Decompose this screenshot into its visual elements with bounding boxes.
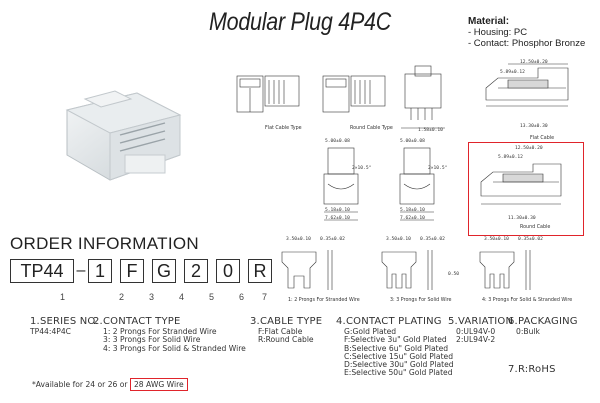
dim-5-00: 5.00±0.08 bbox=[325, 139, 350, 144]
dim-5-89: 5.89±0.12 bbox=[500, 70, 525, 75]
series-column: 1.SERIES NO. TP44:4P4C bbox=[30, 316, 98, 336]
footnote: *Available for 24 or 26 or 28 AWG Wire bbox=[32, 378, 188, 391]
dim-13-30: 13.30±0.30 bbox=[520, 124, 548, 129]
plating-line-2: F:Selective 3u" Gold Plated bbox=[344, 335, 447, 345]
dim-7-62-b: 7.62±0.10 bbox=[400, 216, 425, 221]
dim-12-50: 12.50±0.20 bbox=[520, 60, 548, 65]
footnote-text: *Available for 24 or 26 or bbox=[32, 380, 130, 389]
caption-round-cable: Round Cable bbox=[520, 225, 551, 230]
dim-0-35-b: 0.35±0.02 bbox=[420, 237, 445, 242]
contact-type-column: 2.CONTACT TYPE 1: 2 Prongs For Stranded … bbox=[93, 316, 246, 353]
angle-b: 2×10.5° bbox=[428, 166, 448, 171]
packaging-line-1: 0:Bulk bbox=[516, 327, 540, 336]
contact-type-heading: 2.CONTACT TYPE bbox=[93, 316, 181, 327]
series-line-1: TP44:4P4C bbox=[30, 327, 71, 336]
code-box-5: 0 bbox=[216, 259, 240, 283]
dim-3-50-c: 3.50±0.10 bbox=[484, 237, 509, 242]
packaging-heading: 6.PACKAGING bbox=[508, 316, 578, 327]
code-box-3: G bbox=[152, 259, 176, 283]
contact-type-line-2: 3: 3 Prongs For Solid Wire bbox=[103, 335, 201, 345]
material-block: Material: - Housing: PC - Contact: Phosp… bbox=[468, 16, 585, 49]
pos-4: 4 bbox=[179, 292, 185, 302]
contact-type-line-3: 4: 3 Prongs For Solid & Stranded Wire bbox=[103, 343, 246, 353]
pos-5: 5 bbox=[209, 292, 215, 302]
footnote-highlight: 28 AWG Wire bbox=[129, 378, 188, 391]
plating-line-4: C:Selective 15u" Gold Plated bbox=[344, 351, 454, 361]
variation-column: 5.VARIATION 0:UL94V-0 2:UL94V-2 bbox=[448, 316, 513, 345]
dim-5-89-b: 5.89±0.12 bbox=[498, 155, 523, 160]
plating-line-1: G:Gold Plated bbox=[344, 327, 397, 336]
contact-type-line-1: 1: 2 Prongs For Stranded Wire bbox=[103, 327, 217, 336]
prong-drawings bbox=[281, 250, 531, 290]
flat-cable-side-drawing bbox=[485, 63, 569, 107]
angle-a: 2×10.5° bbox=[352, 166, 372, 171]
rohs-column: 7.R:RoHS bbox=[508, 364, 556, 376]
packaging-column: 6.PACKAGING 0:Bulk bbox=[508, 316, 578, 336]
caption-round-cable-type: Round Cable Type bbox=[350, 126, 393, 131]
material-housing: - Housing: PC bbox=[468, 27, 528, 38]
code-box-6: R bbox=[248, 259, 272, 283]
plug-photo bbox=[65, 90, 182, 181]
code-box-1: 1 bbox=[88, 259, 112, 283]
dim-0-35-a: 0.35±0.02 bbox=[320, 237, 345, 242]
caption-prong-3: 3: 3 Prongs For Solid Wire bbox=[390, 298, 452, 303]
caption-prong-4: 4: 3 Prongs For Solid & Stranded Wire bbox=[482, 298, 573, 303]
material-heading: Material: bbox=[468, 16, 510, 27]
variation-heading: 5.VARIATION bbox=[448, 316, 514, 327]
caption-flat-cable-type: Flat Cable Type bbox=[265, 126, 302, 131]
round-cable-highlight bbox=[468, 142, 584, 236]
caption-prong-1: 1: 2 Prongs For Stranded Wire bbox=[288, 298, 360, 303]
code-prefix-box: TP44 bbox=[10, 259, 74, 283]
top-views-drawing bbox=[236, 65, 445, 129]
plating-line-3: B:Selective 6u" Gold Plated bbox=[344, 343, 449, 353]
variation-line-2: 2:UL94V-2 bbox=[456, 335, 496, 345]
material-contact: - Contact: Phosphor Bronze bbox=[468, 38, 586, 49]
cable-type-line-2: R:Round Cable bbox=[258, 335, 314, 345]
order-code: TP44 – 1 F G 2 0 R bbox=[10, 258, 272, 284]
cross-section-drawing bbox=[323, 147, 435, 221]
contact-plating-column: 4.CONTACT PLATING G:Gold Plated F:Select… bbox=[336, 316, 454, 378]
plating-line-5: D:Selective 30u" Gold Plated bbox=[344, 360, 454, 370]
dim-3-50-a: 3.50±0.10 bbox=[286, 237, 311, 242]
order-info-heading: ORDER INFORMATION bbox=[10, 234, 199, 253]
dim-0-35-c: 0.35±0.02 bbox=[518, 237, 543, 242]
dim-5-18: 5.18±0.10 bbox=[325, 208, 350, 213]
pos-7: 7 bbox=[262, 292, 268, 302]
code-box-2: F bbox=[120, 259, 144, 283]
pos-6: 6 bbox=[239, 292, 245, 302]
code-separator: – bbox=[76, 262, 86, 279]
dim-7-62: 7.62±0.10 bbox=[325, 216, 350, 221]
dim-0-50: 0.50 bbox=[448, 272, 460, 277]
round-cable-side-drawing bbox=[480, 163, 562, 205]
series-heading: 1.SERIES NO. bbox=[30, 316, 99, 327]
pos-1: 1 bbox=[60, 292, 66, 302]
variation-line-1: 0:UL94V-0 bbox=[456, 327, 496, 336]
pos-3: 3 bbox=[149, 292, 155, 302]
dim-12-50-b: 12.50±0.20 bbox=[515, 146, 543, 151]
pos-2: 2 bbox=[119, 292, 125, 302]
contact-plating-heading: 4.CONTACT PLATING bbox=[336, 316, 442, 327]
dim-11-30: 11.30±0.30 bbox=[508, 216, 536, 221]
page-title: Modular Plug 4P4C bbox=[208, 8, 392, 36]
cable-type-column: 3.CABLE TYPE F:Flat Cable R:Round Cable bbox=[250, 316, 322, 345]
rohs-text: 7.R:RoHS bbox=[508, 364, 556, 375]
caption-flat-cable: Flat Cable bbox=[530, 136, 555, 141]
dim-5-00-b: 5.00±0.08 bbox=[400, 139, 425, 144]
cable-type-heading: 3.CABLE TYPE bbox=[250, 316, 323, 327]
dim-5-18-b: 5.18±0.10 bbox=[400, 208, 425, 213]
dim-3-50-b: 3.50±0.10 bbox=[386, 237, 411, 242]
cable-type-line-1: F:Flat Cable bbox=[258, 327, 303, 336]
code-box-4: 2 bbox=[184, 259, 208, 283]
dim-1-58: 1.58±0.10 bbox=[418, 128, 443, 133]
plating-line-6: E:Selective 50u" Gold Plated bbox=[344, 368, 453, 378]
